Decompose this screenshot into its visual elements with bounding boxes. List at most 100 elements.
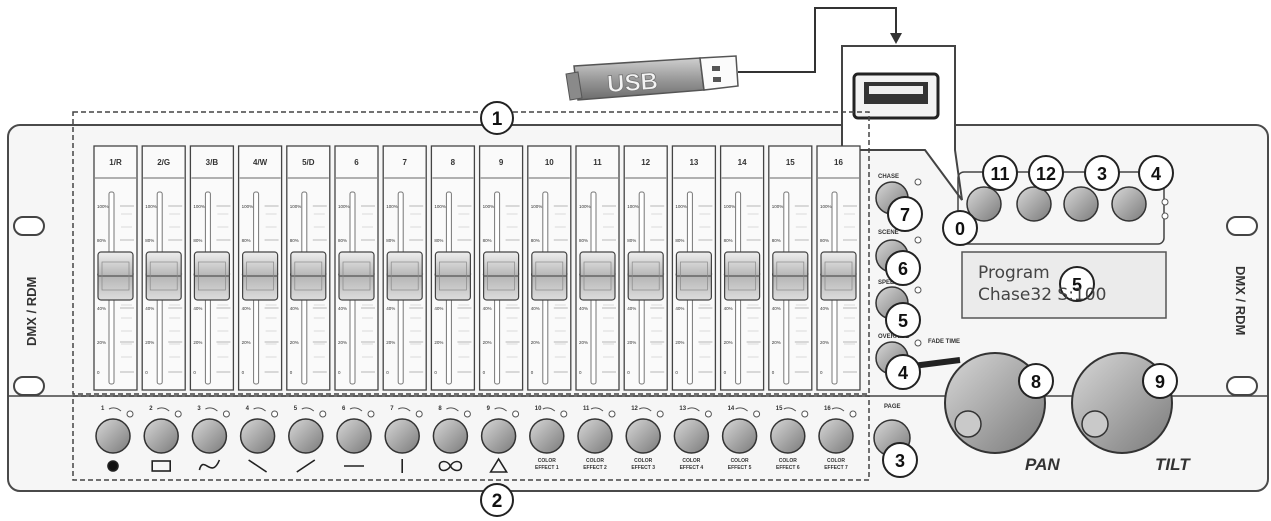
channel-button-number: 4 xyxy=(246,406,250,412)
fader-label: 3/B xyxy=(206,158,219,167)
fader-scale-label: 0 xyxy=(242,370,245,375)
channel-button-6[interactable]: 6 xyxy=(336,406,375,467)
fader-scale-label: 100% xyxy=(579,204,591,209)
fader-scale-label: 80% xyxy=(97,238,106,243)
fader-scale-label: 100% xyxy=(772,204,784,209)
channel-button-9[interactable]: 9 xyxy=(480,406,520,473)
svg-text:11: 11 xyxy=(990,164,1009,184)
channel-button-number: 3 xyxy=(197,406,201,412)
fader-scale-label: 80% xyxy=(675,238,684,243)
color-effect-label: COLOR xyxy=(731,458,749,464)
usb-cable xyxy=(738,7,897,73)
fader-scale-label: 40% xyxy=(675,306,684,311)
color-effect-label: EFFECT 7 xyxy=(824,465,848,471)
fader-label: 15 xyxy=(786,158,795,167)
side-label-left: DMX / RDM xyxy=(24,277,39,346)
fader-scale-label: 0 xyxy=(820,370,823,375)
channel-button-5[interactable]: 5 xyxy=(288,406,327,473)
function-button-12[interactable] xyxy=(1016,186,1052,222)
fader-scale-label: 100% xyxy=(242,204,254,209)
fader-scale-label: 100% xyxy=(531,204,543,209)
callout-5-left: 5 xyxy=(885,302,921,338)
symbol-down-icon xyxy=(248,459,268,473)
channel-button-8[interactable]: 8 xyxy=(432,406,471,472)
fader-scale-label: 100% xyxy=(627,204,639,209)
fader-scale-label: 20% xyxy=(772,340,781,345)
fader-scale-label: 100% xyxy=(97,204,109,209)
pan-label: PAN xyxy=(1025,455,1060,474)
function-button-3[interactable] xyxy=(1063,186,1099,222)
callout-11: 11 xyxy=(982,155,1018,191)
fader-scale-label: 0 xyxy=(772,370,775,375)
fader-scale-label: 100% xyxy=(483,204,495,209)
color-effect-label: COLOR xyxy=(634,458,652,464)
fader-scale-label: 80% xyxy=(483,238,492,243)
channel-button-1[interactable]: 1 xyxy=(95,406,134,472)
fader-scale-label: 40% xyxy=(290,306,299,311)
channel-button-7[interactable]: 7 xyxy=(384,406,423,473)
fader-scale-label: 100% xyxy=(290,204,302,209)
fader-scale-label: 0 xyxy=(627,370,630,375)
svg-text:1: 1 xyxy=(492,109,503,130)
fader-bank: 1/R100%80%60%40%20%02/G100%80%60%40%20%0… xyxy=(93,145,861,391)
fader-scale-label: 20% xyxy=(724,340,733,345)
callout-12: 12 xyxy=(1028,155,1064,191)
callout-6: 6 xyxy=(885,250,921,286)
fader-scale-label: 20% xyxy=(483,340,492,345)
fader-scale-label: 40% xyxy=(145,306,154,311)
fader-scale-label: 80% xyxy=(338,238,347,243)
channel-button-number: 12 xyxy=(631,406,638,412)
fader-label: 5/D xyxy=(302,158,315,167)
color-effect-label: COLOR xyxy=(538,458,556,464)
fader-scale-label: 80% xyxy=(193,238,202,243)
fader-label: 16 xyxy=(834,158,843,167)
channel-button-2[interactable]: 2 xyxy=(143,406,182,472)
color-effect-label: EFFECT 4 xyxy=(680,465,704,471)
fader-label: 8 xyxy=(451,158,456,167)
usb-cable-arrow xyxy=(890,33,902,44)
fader-scale-label: 40% xyxy=(579,306,588,311)
fader-scale-label: 40% xyxy=(338,306,347,311)
color-effect-label: EFFECT 1 xyxy=(535,465,559,471)
fader-scale-label: 20% xyxy=(531,340,540,345)
channel-button-4[interactable]: 4 xyxy=(239,406,279,473)
override-label: OVERRIDE xyxy=(878,334,909,340)
channel-button-number: 15 xyxy=(776,406,783,412)
callout-7: 7 xyxy=(887,196,923,232)
callout-4-left: 4 xyxy=(885,354,921,390)
callout-5-display: 5 xyxy=(1059,266,1095,302)
svg-text:9: 9 xyxy=(1155,372,1165,392)
channel-button-number: 11 xyxy=(583,406,590,412)
function-buttons-top xyxy=(957,171,1169,245)
chase-label: CHASE xyxy=(878,174,899,180)
fader-scale-label: 80% xyxy=(242,238,251,243)
fader-scale-label: 80% xyxy=(145,238,154,243)
fader-scale-label: 0 xyxy=(434,370,437,375)
channel-button-3[interactable]: 3 xyxy=(191,406,230,471)
fader-scale-label: 20% xyxy=(386,340,395,345)
callout-4-top: 4 xyxy=(1138,155,1174,191)
channel-button-number: 14 xyxy=(728,406,735,412)
fader-scale-label: 40% xyxy=(483,306,492,311)
function-button-4[interactable] xyxy=(1111,186,1147,222)
fader-scale-label: 0 xyxy=(531,370,534,375)
function-button-11[interactable] xyxy=(966,186,1002,222)
color-effect-label: EFFECT 2 xyxy=(583,465,607,471)
fader-scale-label: 20% xyxy=(145,340,154,345)
svg-text:12: 12 xyxy=(1036,164,1056,184)
